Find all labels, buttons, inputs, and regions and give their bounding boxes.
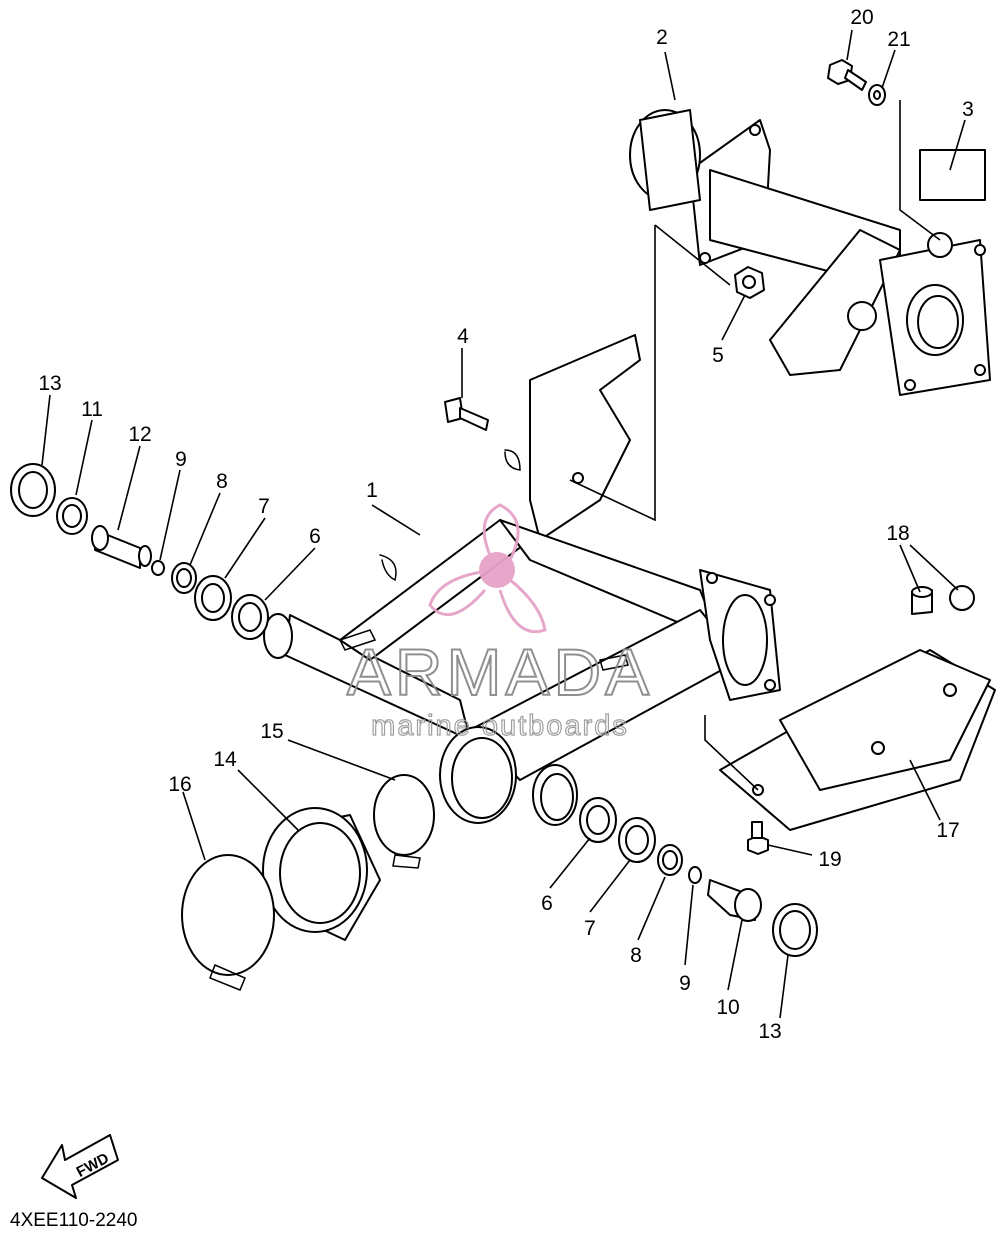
seal-label (919, 149, 986, 201)
callout-labels: 1 2 3 4 5 6 7 8 9 12 11 13 20 21 18 19 1… (38, 6, 974, 1043)
callout-16: 16 (168, 773, 191, 796)
caps-18 (911, 585, 975, 615)
nut-5 (734, 266, 765, 299)
callout-21: 21 (887, 28, 910, 51)
callout-19: 19 (818, 848, 841, 871)
callout-15: 15 (260, 720, 283, 743)
callout-5: 5 (712, 344, 724, 367)
right-bearing-stack (579, 797, 818, 957)
upper-housing (629, 109, 991, 396)
clamp-15 (373, 774, 435, 869)
callout-6-lower: 6 (541, 892, 553, 915)
watermark-name: ARMADA (347, 635, 653, 709)
watermark-tagline: marine outboards (371, 710, 629, 742)
callout-18: 18 (886, 522, 909, 545)
callout-2: 2 (656, 26, 668, 49)
callout-1: 1 (366, 479, 378, 502)
clamp-16 (181, 854, 275, 991)
callout-13-lower: 13 (758, 1020, 781, 1043)
callout-14: 14 (213, 748, 237, 771)
washer-21 (868, 84, 886, 106)
bolt-20 (827, 59, 867, 91)
assembly-lines (569, 100, 941, 791)
callout-11: 11 (81, 398, 103, 421)
callout-13: 13 (38, 372, 61, 395)
bellows-14 (259, 807, 381, 941)
logo-blade (482, 503, 520, 571)
armada-watermark: ARMADA marine outboards (346, 503, 653, 743)
fwd-arrow: FWD (41, 1134, 119, 1199)
callout-10: 10 (716, 996, 739, 1019)
logo-blade (428, 568, 498, 616)
callout-20: 20 (850, 6, 873, 29)
logo-blade (496, 568, 547, 633)
bolt-19 (747, 821, 769, 855)
callout-7: 7 (258, 495, 270, 518)
callout-12: 12 (128, 423, 151, 446)
drawing-code: 4XEE110-2240 (10, 1210, 138, 1231)
callout-6: 6 (309, 525, 321, 548)
callout-7-lower: 7 (584, 917, 596, 940)
callout-9: 9 (175, 448, 187, 471)
swing-arm (263, 334, 781, 826)
cover-17 (719, 649, 996, 831)
leader-lines (41, 29, 966, 1019)
callout-8-lower: 8 (630, 944, 642, 967)
callout-4: 4 (457, 325, 469, 348)
callout-8: 8 (216, 470, 228, 493)
bolt-4 (444, 397, 489, 431)
callout-3: 3 (962, 98, 974, 121)
left-bearing-stack (10, 463, 269, 640)
propeller-logo (428, 503, 547, 633)
callout-17: 17 (936, 819, 959, 842)
callout-9-lower: 9 (679, 972, 691, 995)
